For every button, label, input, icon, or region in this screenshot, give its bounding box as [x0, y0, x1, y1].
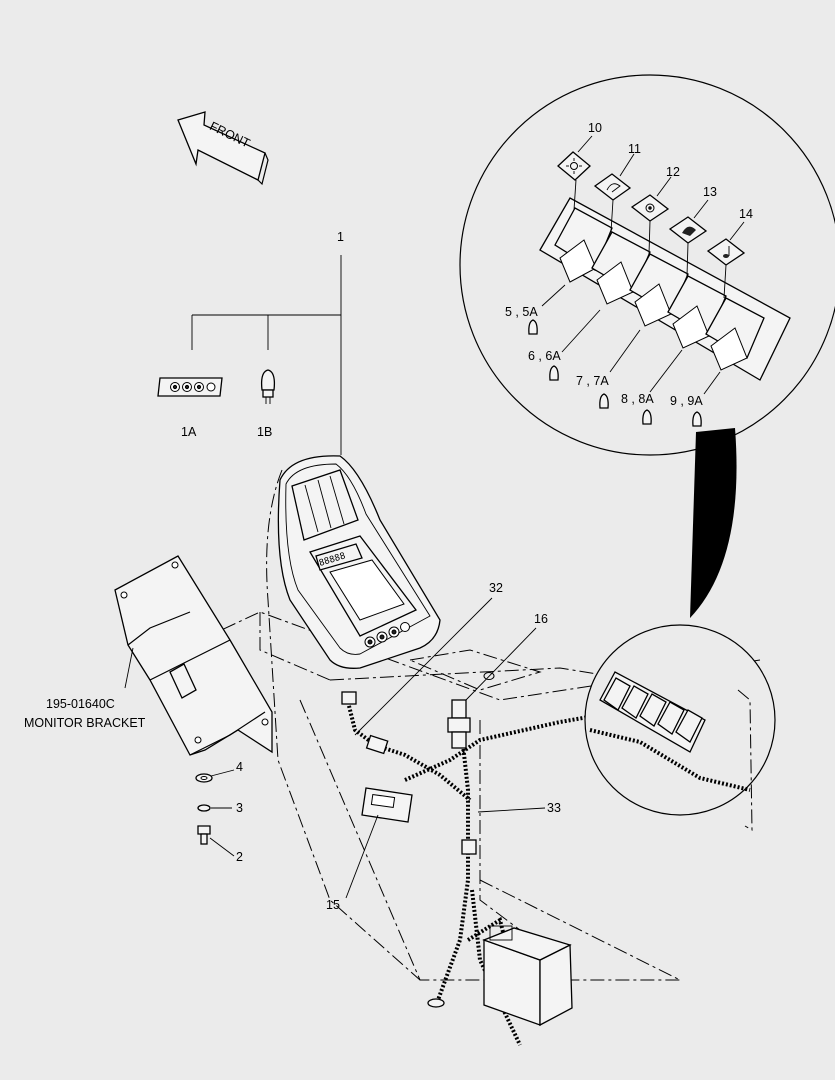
- callout-1b: 1B: [257, 425, 272, 439]
- front-arrow: FRONT: [177, 111, 269, 186]
- callout-14: 14: [739, 207, 753, 221]
- bulb-1b: [260, 369, 276, 404]
- callout-2: 2: [236, 850, 243, 864]
- fan-icon: [630, 194, 670, 222]
- callout-11: 11: [628, 142, 641, 156]
- work-light-icon: [557, 151, 591, 181]
- callout-8: 8 , 8A: [621, 392, 654, 406]
- callout-33: 33: [547, 801, 561, 815]
- callout-1-leader: [191, 255, 342, 455]
- callout-3: 3: [236, 801, 243, 815]
- switch-panel-detail: [539, 197, 791, 381]
- wire-harness: [341, 691, 641, 1046]
- monitor-panel: 88888: [277, 455, 441, 669]
- callout-16: 16: [534, 612, 548, 626]
- callout-7: 7 , 7A: [576, 374, 609, 388]
- callout-1a: 1A: [181, 425, 197, 439]
- callout-15: 15: [326, 898, 340, 912]
- pressure-switch-16: [447, 699, 471, 749]
- switch-10: [554, 207, 613, 283]
- bulb-5: [528, 284, 566, 335]
- callout-13: 13: [703, 185, 717, 199]
- callout-32: 32: [489, 581, 503, 595]
- bulb-9: [692, 371, 721, 427]
- switch-12: [629, 253, 689, 327]
- small-detail-circle: [584, 624, 776, 831]
- bulb-6: [549, 309, 601, 381]
- fastener-stack: [195, 769, 235, 857]
- detail-circle: [459, 74, 835, 618]
- bulb-8: [642, 349, 683, 425]
- callout-6: 6 , 6A: [528, 349, 561, 363]
- callout-12: 12: [666, 165, 680, 179]
- wiper-icon: [593, 173, 632, 201]
- switch-13: [667, 275, 727, 349]
- music-icon: [706, 238, 746, 266]
- bracket-name: MONITOR BRACKET: [24, 716, 146, 730]
- monitor-bracket: [114, 555, 273, 756]
- callout-5: 5 , 5A: [505, 305, 538, 319]
- bracket-code: 195-01640C: [46, 697, 115, 711]
- relay-15: [345, 787, 413, 899]
- switch-14: [705, 297, 765, 371]
- callout-1: 1: [337, 230, 344, 244]
- callout-9: 9 , 9A: [670, 394, 703, 408]
- washer-icon: [668, 216, 708, 244]
- callout-10: 10: [588, 121, 602, 135]
- switch-11: [591, 231, 651, 305]
- lower-bracket: [482, 925, 573, 1027]
- lamp-socket-1a: [157, 377, 223, 397]
- bulb-7: [599, 329, 641, 409]
- callout-4: 4: [236, 760, 243, 774]
